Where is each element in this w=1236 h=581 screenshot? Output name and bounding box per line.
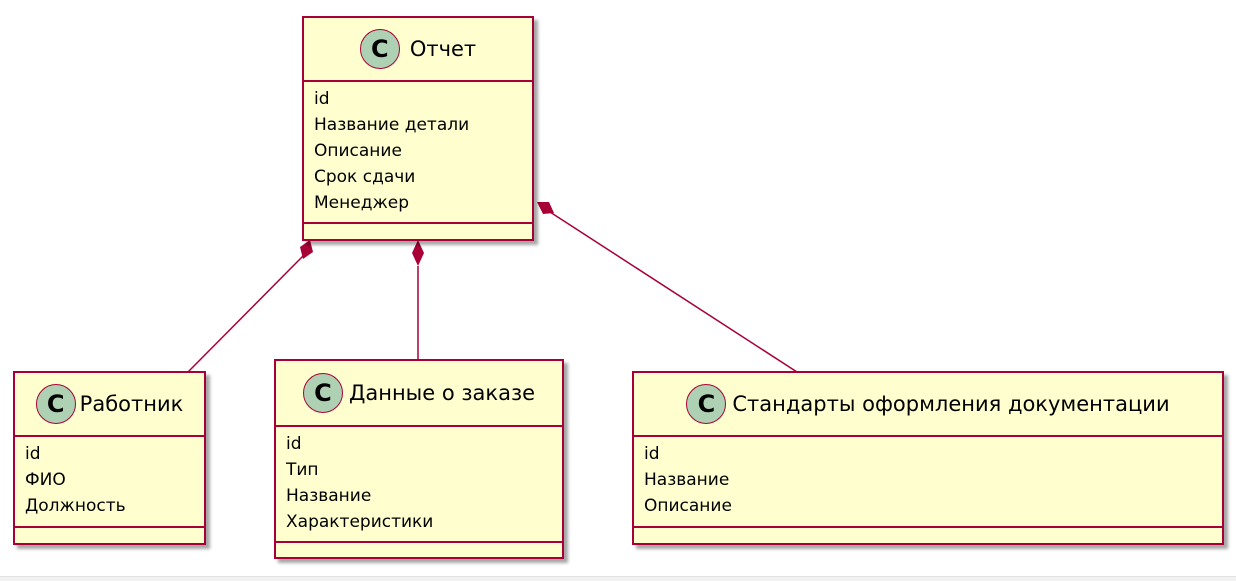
field: id — [286, 434, 302, 454]
class-c-icon: C — [35, 384, 76, 424]
field: Название — [286, 486, 372, 506]
class-header: C Данные о заказе — [276, 361, 562, 427]
class-dannye[interactable]: C Данные о заказе id Тип Название Характ… — [274, 359, 564, 559]
class-otchet[interactable]: C Отчет id Название детали Описание Срок… — [302, 16, 534, 241]
composition-diamond-icon — [412, 240, 424, 266]
class-header: C Работник — [15, 373, 204, 437]
class-rabotnik[interactable]: C Работник id ФИО Должность — [13, 371, 206, 545]
field: Название — [644, 470, 730, 490]
field: Название детали — [314, 115, 470, 135]
field: ФИО — [25, 470, 66, 490]
field: Описание — [314, 141, 402, 161]
field: id — [25, 444, 41, 464]
class-c-icon: C — [302, 373, 343, 413]
class-name: Стандарты оформления документации — [732, 392, 1170, 416]
class-c-icon: C — [359, 29, 400, 69]
class-header: C Стандарты оформления документации — [634, 373, 1222, 437]
composition-diamond-icon — [300, 240, 313, 259]
field: Должность — [25, 496, 126, 516]
class-name: Данные о заказе — [348, 381, 536, 405]
field: Менеджер — [314, 193, 410, 213]
composition-diamond-icon — [537, 202, 554, 214]
class-name: Отчет — [409, 37, 477, 61]
field: Тип — [286, 460, 319, 480]
field: Срок сдачи — [314, 167, 416, 187]
link-otchet-standarty — [537, 202, 798, 373]
class-fields: id Название детали Описание Срок сдачи М… — [304, 82, 532, 224]
class-fields: id Название Описание — [634, 437, 1222, 528]
field: id — [314, 89, 330, 109]
field: Описание — [644, 496, 732, 516]
field: Характеристики — [286, 512, 434, 532]
class-c-icon: C — [686, 384, 727, 424]
class-fields: id Тип Название Характеристики — [276, 427, 562, 543]
link-otchet-rabotnik — [187, 240, 313, 373]
class-name: Работник — [79, 392, 184, 416]
class-header: C Отчет — [304, 18, 532, 82]
class-standarty[interactable]: C Стандарты оформления документации id Н… — [632, 371, 1224, 545]
bottom-divider — [0, 576, 1236, 581]
link-otchet-dannye — [412, 240, 424, 360]
field: id — [644, 444, 660, 464]
class-fields: id ФИО Должность — [15, 437, 204, 528]
